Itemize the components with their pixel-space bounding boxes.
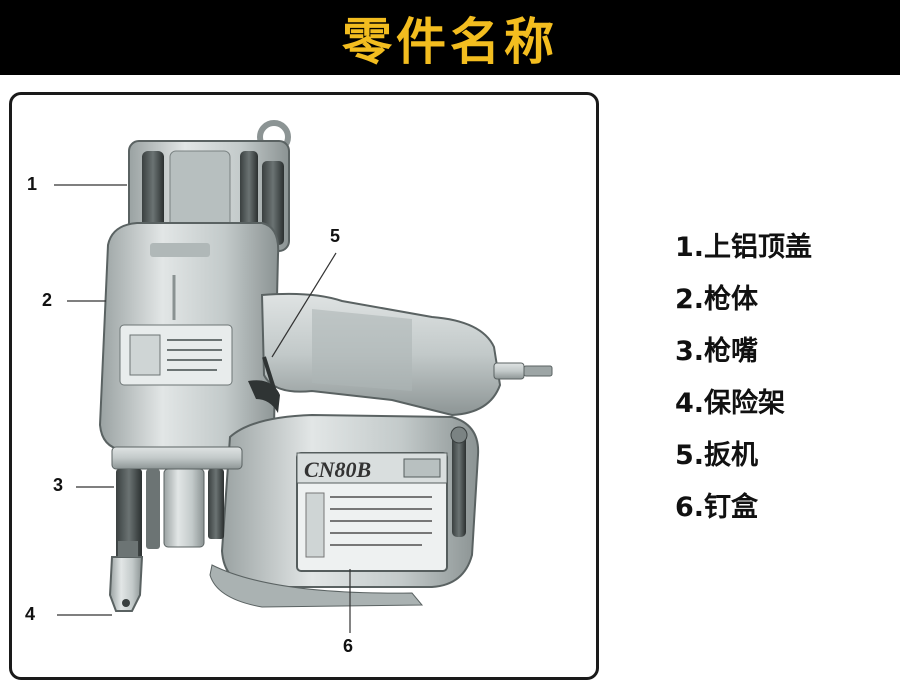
callout-5: 5 (330, 226, 341, 246)
part-item-nail-canister: 6.钉盒 (675, 492, 759, 523)
part-item-safety-yoke: 4.保险架 (675, 388, 786, 419)
nail-canister: CN80B (209, 413, 480, 608)
gun-nose (111, 446, 243, 559)
callout-lines (54, 184, 351, 633)
model-label: CN80B (304, 457, 371, 482)
title-banner: 零件名称 (0, 0, 900, 75)
part-item-nose: 3.枪嘴 (675, 336, 759, 367)
parts-legend: 1.上铝顶盖 2.枪体 3.枪嘴 4.保险架 5.扳机 6.钉盒 (675, 222, 812, 534)
callout-4: 4 (25, 604, 36, 624)
gun-handle (260, 292, 553, 417)
diagram-frame: CN80B (9, 92, 599, 680)
nail-gun-illustration: CN80B (54, 120, 553, 633)
page-title: 零件名称 (342, 12, 558, 71)
part-item-top-cap: 1.上铝顶盖 (675, 232, 813, 263)
callout-1: 1 (27, 174, 38, 194)
gun-body (98, 222, 280, 451)
callout-3: 3 (53, 475, 64, 495)
callout-6: 6 (343, 636, 354, 656)
part-item-trigger: 5.扳机 (675, 440, 759, 471)
callout-2: 2 (42, 290, 53, 310)
safety-yoke (108, 541, 144, 612)
part-item-gun-body: 2.枪体 (675, 284, 759, 315)
trigger (248, 356, 280, 413)
